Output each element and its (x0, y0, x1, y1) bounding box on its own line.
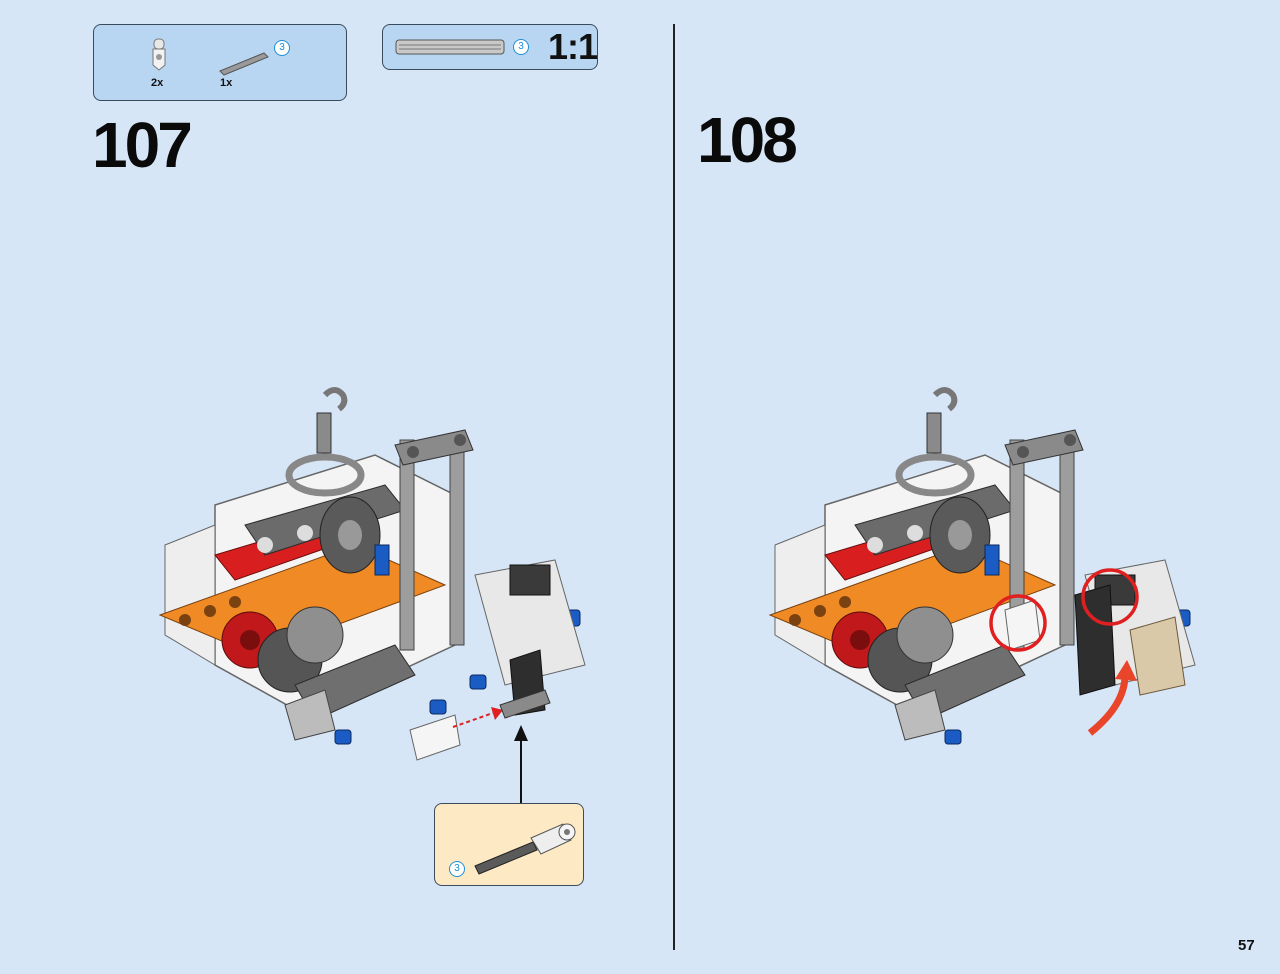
axle-with-connector-icon (474, 823, 576, 875)
part-quantity: 1x (220, 77, 233, 89)
part-quantity: 2x (151, 77, 164, 89)
step-107-model-illustration (158, 387, 586, 761)
parts-list-box: 2x 1x 3 (93, 24, 347, 101)
callout-arrow (514, 725, 528, 805)
scale-label: 1:1 (548, 26, 598, 67)
axle-actual-size-icon (395, 39, 505, 55)
step-108-model-illustration (768, 387, 1196, 745)
axle-3-icon (219, 52, 269, 76)
subassembly-callout: 3 (434, 803, 584, 886)
step-number: 107 (92, 109, 193, 181)
axle-length-label: 3 (513, 39, 529, 55)
page-number: 57 (1238, 937, 1255, 954)
pin-connector-icon (152, 38, 166, 71)
scale-reference-box: 3 (382, 24, 598, 70)
step-number: 108 (697, 104, 798, 176)
axle-length-label: 3 (274, 40, 290, 56)
page-divider (673, 24, 675, 950)
axle-length-label: 3 (449, 861, 465, 877)
